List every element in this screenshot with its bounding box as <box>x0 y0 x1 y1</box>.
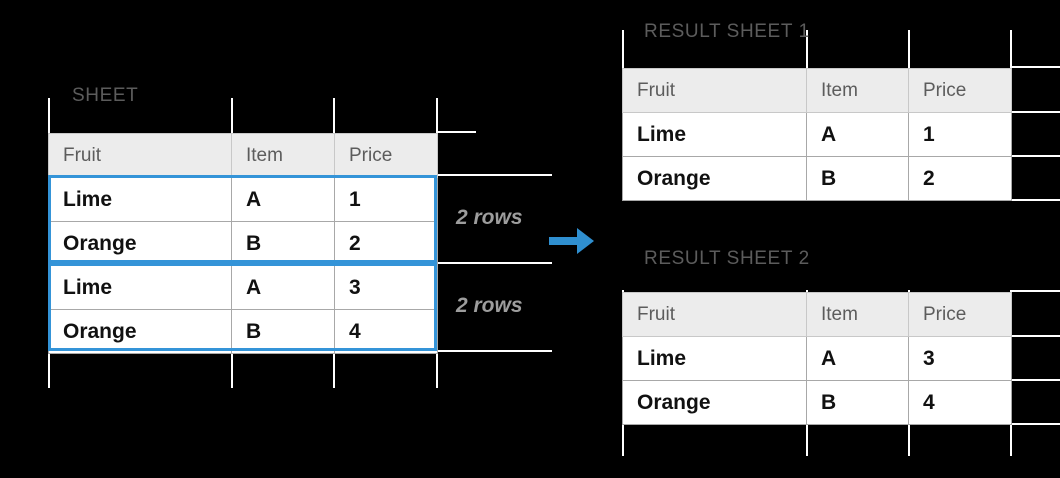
cell-fruit[interactable]: Lime <box>48 177 232 222</box>
result1-grid-line-row0 <box>1010 66 1060 68</box>
cell-price[interactable]: 1 <box>334 177 438 222</box>
result1-grid-line-row1 <box>1010 111 1060 113</box>
source-header-cell: Price <box>334 133 438 178</box>
result2-grid-line-row2 <box>1010 379 1060 381</box>
source-header-cell: Item <box>231 133 335 178</box>
source-sheet-body: Fruit Item Price Lime A 1 Orange B 2 Lim… <box>48 133 438 354</box>
cell-price[interactable]: 4 <box>908 380 1012 425</box>
table-row[interactable]: Lime A 3 <box>48 265 438 310</box>
table-row[interactable]: Orange B 4 <box>48 309 438 354</box>
result-header-cell: Fruit <box>622 292 807 337</box>
cell-fruit[interactable]: Orange <box>48 309 232 354</box>
result-header-cell: Price <box>908 292 1012 337</box>
rows-note-group-1: 2 rows <box>456 206 523 229</box>
result-sheet-2-body: Fruit Item Price Lime A 3 Orange B 4 <box>622 292 1012 425</box>
cell-price[interactable]: 3 <box>334 265 438 310</box>
arrow-right-icon <box>549 224 595 258</box>
cell-item[interactable]: B <box>231 309 335 354</box>
table-row[interactable]: Lime A 1 <box>622 112 1012 157</box>
source-header-cell: Fruit <box>48 133 232 178</box>
source-sheet-header-row: Fruit Item Price <box>48 133 438 178</box>
source-grid-line-row-split2 <box>436 262 552 264</box>
source-sheet-table[interactable]: Fruit Item Price Lime A 1 Orange B 2 Lim… <box>48 133 438 354</box>
table-row[interactable]: Lime A 3 <box>622 336 1012 381</box>
cell-price[interactable]: 2 <box>334 221 438 266</box>
table-row[interactable]: Orange B 4 <box>622 380 1012 425</box>
table-row[interactable]: Lime A 1 <box>48 177 438 222</box>
cell-item[interactable]: A <box>231 177 335 222</box>
cell-item[interactable]: A <box>231 265 335 310</box>
result-sheet-2-caption: RESULT SHEET 2 <box>644 248 810 269</box>
result-sheet-1-body: Fruit Item Price Lime A 1 Orange B 2 <box>622 68 1012 201</box>
result-sheet-2-header-row: Fruit Item Price <box>622 292 1012 337</box>
result-sheet-1-header-row: Fruit Item Price <box>622 68 1012 113</box>
rows-note-group-2: 2 rows <box>456 294 523 317</box>
source-grid-line-row-top <box>436 131 476 133</box>
cell-price[interactable]: 3 <box>908 336 1012 381</box>
result-header-cell: Price <box>908 68 1012 113</box>
cell-price[interactable]: 1 <box>908 112 1012 157</box>
cell-fruit[interactable]: Orange <box>622 380 807 425</box>
cell-item[interactable]: A <box>806 336 909 381</box>
result2-grid-line-row0 <box>1010 290 1060 292</box>
result-header-cell: Item <box>806 292 909 337</box>
source-grid-line-row-split1 <box>436 174 552 176</box>
table-row[interactable]: Orange B 2 <box>48 221 438 266</box>
result2-grid-line-row1 <box>1010 335 1060 337</box>
result2-grid-line-row3 <box>1010 423 1060 425</box>
cell-item[interactable]: B <box>806 380 909 425</box>
result-header-cell: Item <box>806 68 909 113</box>
cell-fruit[interactable]: Orange <box>48 221 232 266</box>
cell-fruit[interactable]: Lime <box>622 336 807 381</box>
result1-grid-line-row3 <box>1010 199 1060 201</box>
result-header-cell: Fruit <box>622 68 807 113</box>
cell-price[interactable]: 2 <box>908 156 1012 201</box>
source-sheet-caption: SHEET <box>72 85 139 106</box>
cell-item[interactable]: B <box>231 221 335 266</box>
cell-fruit[interactable]: Orange <box>622 156 807 201</box>
result1-grid-line-row2 <box>1010 155 1060 157</box>
result-sheet-1-table[interactable]: Fruit Item Price Lime A 1 Orange B 2 <box>622 68 1012 201</box>
cell-fruit[interactable]: Lime <box>622 112 807 157</box>
cell-price[interactable]: 4 <box>334 309 438 354</box>
table-row[interactable]: Orange B 2 <box>622 156 1012 201</box>
result-sheet-1-caption: RESULT SHEET 1 <box>644 21 810 42</box>
result-sheet-2-table[interactable]: Fruit Item Price Lime A 3 Orange B 4 <box>622 292 1012 425</box>
cell-fruit[interactable]: Lime <box>48 265 232 310</box>
source-grid-line-row-split3 <box>436 350 552 352</box>
cell-item[interactable]: B <box>806 156 909 201</box>
cell-item[interactable]: A <box>806 112 909 157</box>
